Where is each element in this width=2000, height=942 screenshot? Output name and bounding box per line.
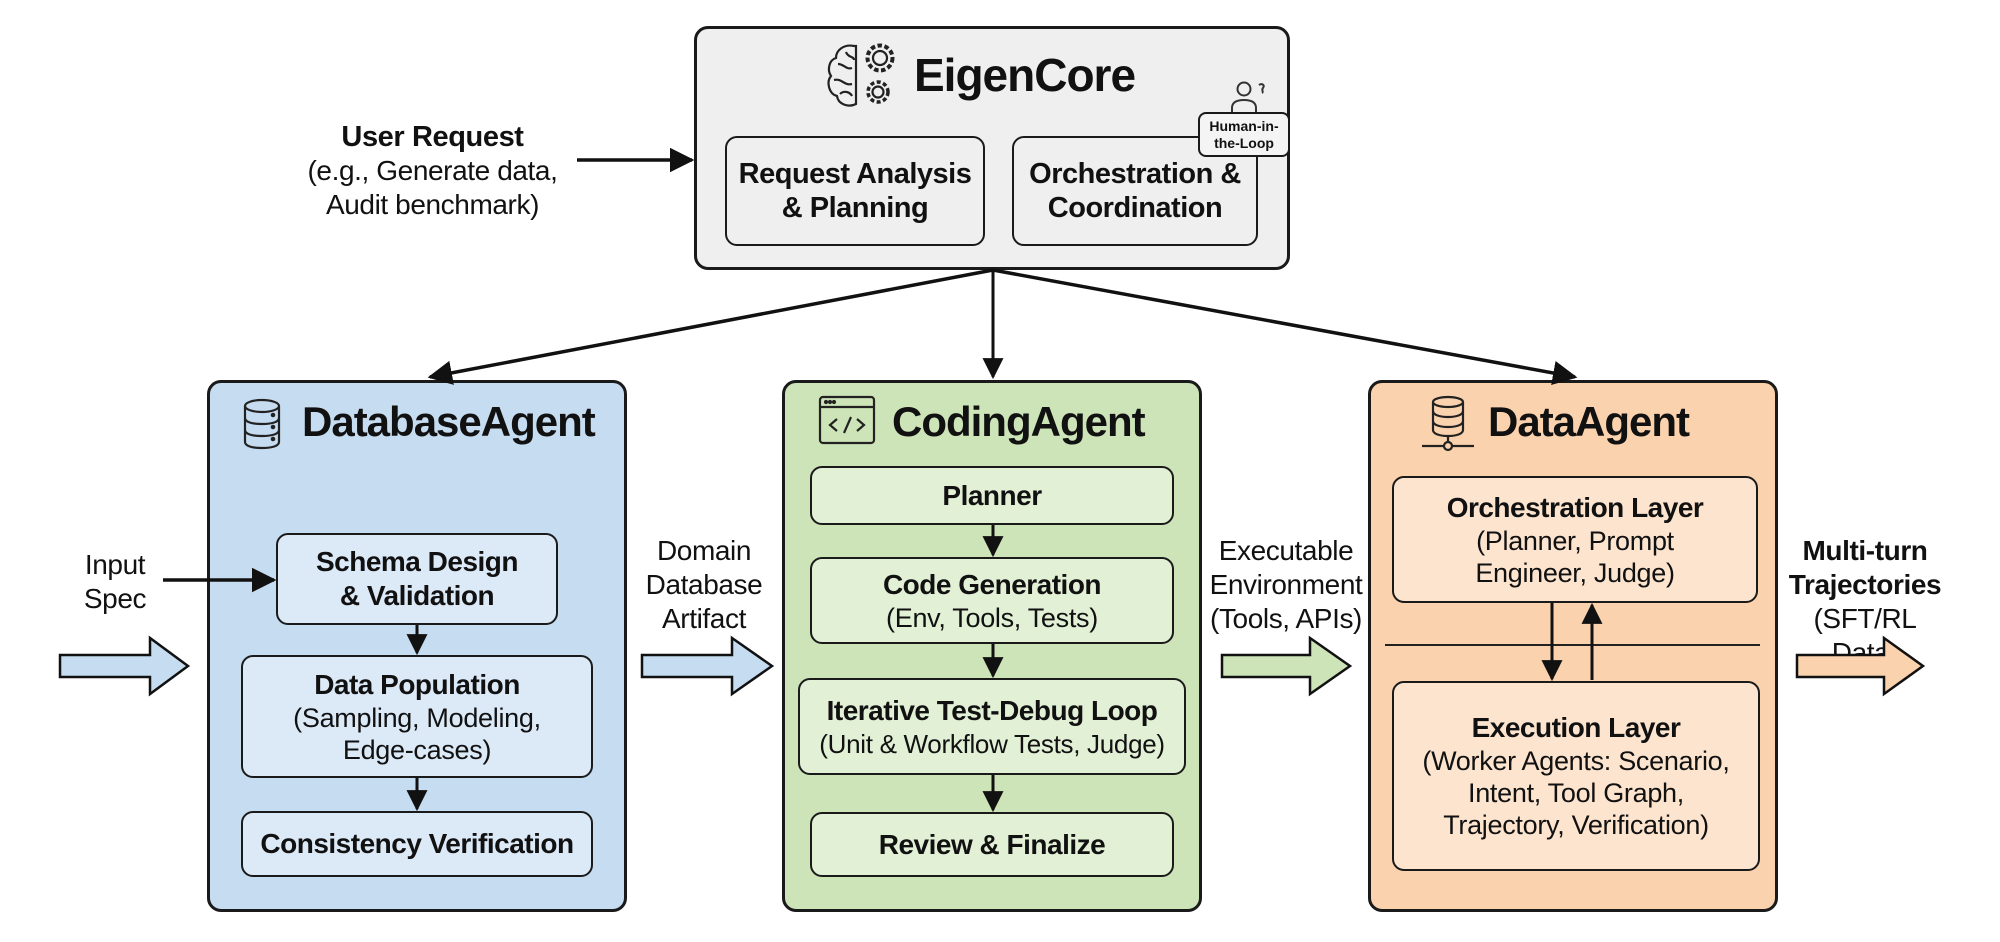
database-agent-title: DatabaseAgent bbox=[302, 398, 596, 445]
planner-step: Planner bbox=[810, 466, 1174, 525]
schema-design-line2: & Validation bbox=[339, 580, 495, 611]
execution-layer: Execution Layer (Worker Agents: Scenario… bbox=[1392, 681, 1760, 871]
domain-database-artifact-label: Domain Database Artifact bbox=[628, 534, 780, 636]
consistency-verification-step: Consistency Verification bbox=[241, 811, 593, 877]
handoff1-block-arrow bbox=[640, 635, 775, 697]
orchestration-layer-title: Orchestration Layer bbox=[1446, 491, 1704, 523]
request-analysis-line2: & Planning bbox=[781, 192, 929, 224]
hitl-line2: the-Loop bbox=[1214, 134, 1274, 151]
database-network-icon bbox=[1420, 395, 1476, 453]
output-line1: Multi-turn bbox=[1802, 535, 1928, 566]
user-request-line1: (e.g., Generate data, bbox=[307, 155, 558, 186]
test-debug-loop-title: Iterative Test-Debug Loop bbox=[826, 694, 1158, 726]
handoff1-line3: Artifact bbox=[662, 603, 746, 634]
handoff1-line1: Domain bbox=[656, 535, 752, 566]
execution-layer-detail3: Trajectory, Verification) bbox=[1443, 810, 1709, 840]
core-to-database-arrow bbox=[427, 268, 994, 385]
code-generation-step: Code Generation (Env, Tools, Tests) bbox=[810, 557, 1174, 644]
consistency-verification-title: Consistency Verification bbox=[260, 828, 574, 859]
review-finalize-title: Review & Finalize bbox=[878, 828, 1106, 860]
orchestration-layer: Orchestration Layer (Planner, Prompt Eng… bbox=[1392, 476, 1758, 603]
code-generation-detail: (Env, Tools, Tests) bbox=[886, 602, 1098, 633]
orchestration-layer-detail2: Engineer, Judge) bbox=[1475, 557, 1675, 588]
input-spec-line1: Input bbox=[84, 549, 146, 580]
test-debug-loop-detail: (Unit & Workflow Tests, Judge) bbox=[819, 728, 1165, 759]
input-spec-line2: Spec bbox=[83, 583, 147, 614]
schema-design-step: Schema Design & Validation bbox=[276, 533, 558, 625]
orchestration-module: Orchestration & Coordination bbox=[1012, 136, 1258, 246]
planner-title: Planner bbox=[942, 479, 1042, 511]
handoff2-block-arrow bbox=[1220, 635, 1353, 697]
execution-layer-detail1: (Worker Agents: Scenario, bbox=[1422, 746, 1730, 776]
handoff1-line2: Database bbox=[645, 569, 763, 600]
request-analysis-module: Request Analysis & Planning bbox=[725, 136, 985, 246]
orchestration-line1: Orchestration & bbox=[1029, 158, 1241, 190]
execution-layer-title: Execution Layer bbox=[1471, 712, 1681, 743]
data-population-detail2: Edge-cases) bbox=[342, 734, 492, 765]
test-debug-loop-step: Iterative Test-Debug Loop (Unit & Workfl… bbox=[798, 678, 1186, 775]
input-spec-label: Input Spec bbox=[60, 548, 170, 616]
output-line2: Trajectories bbox=[1788, 569, 1942, 600]
schema-design-line1: Schema Design bbox=[315, 546, 519, 577]
user-request-title: User Request bbox=[341, 121, 524, 153]
request-analysis-line1: Request Analysis bbox=[738, 158, 972, 190]
human-icon bbox=[1228, 80, 1270, 118]
handoff2-line3: (Tools, APIs) bbox=[1210, 603, 1362, 634]
database-icon bbox=[242, 398, 282, 450]
executable-environment-label: Executable Environment (Tools, APIs) bbox=[1204, 534, 1368, 636]
eigencore-title: EigenCore bbox=[914, 49, 1136, 101]
human-in-the-loop-badge: Human-in- the-Loop bbox=[1198, 112, 1290, 157]
data-population-step: Data Population (Sampling, Modeling, Edg… bbox=[241, 655, 593, 778]
data-population-title: Data Population bbox=[314, 668, 520, 700]
execution-layer-detail2: Intent, Tool Graph, bbox=[1468, 778, 1684, 808]
orchestration-layer-detail1: (Planner, Prompt bbox=[1476, 525, 1674, 556]
output-line3: (SFT/RL Data) bbox=[1813, 603, 1917, 668]
code-window-icon bbox=[818, 395, 876, 445]
coding-agent-title: CodingAgent bbox=[892, 398, 1146, 445]
handoff2-line1: Executable bbox=[1218, 535, 1354, 566]
user-request-line2: Audit benchmark) bbox=[325, 189, 540, 220]
multi-turn-trajectories-label: Multi-turn Trajectories (SFT/RL Data) bbox=[1780, 534, 1950, 670]
data-agent-title: DataAgent bbox=[1488, 398, 1690, 445]
code-generation-title: Code Generation bbox=[882, 568, 1102, 600]
data-population-detail1: (Sampling, Modeling, bbox=[293, 702, 541, 733]
handoff2-line2: Environment bbox=[1209, 569, 1363, 600]
orchestration-line2: Coordination bbox=[1047, 192, 1223, 224]
hitl-line1: Human-in- bbox=[1209, 117, 1279, 134]
brain-gears-icon bbox=[824, 40, 902, 112]
user-request-label: User Request (e.g., Generate data, Audit… bbox=[290, 120, 575, 222]
core-to-data-arrow bbox=[992, 268, 1578, 386]
input-block-arrow bbox=[58, 635, 191, 697]
review-finalize-step: Review & Finalize bbox=[810, 812, 1174, 877]
